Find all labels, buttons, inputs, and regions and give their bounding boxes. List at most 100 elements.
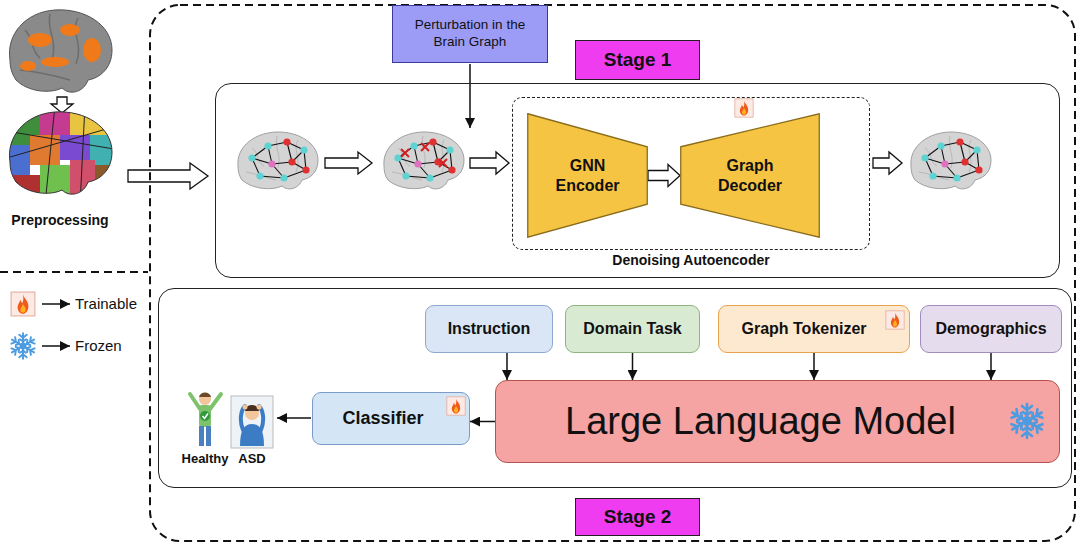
healthy-icon [203, 414, 209, 419]
hollow-arrow [873, 152, 902, 174]
stage-panel: GNN Encoder Graph DecoderDenoising Autoen… [215, 83, 1060, 278]
arrow-down [51, 97, 73, 113]
stage-caption: Preprocessing [11, 212, 108, 228]
healthy-icon [206, 426, 211, 446]
brain-illustration [9, 10, 112, 92]
brain-illustration [41, 57, 69, 67]
perturbation-marks [421, 143, 429, 151]
connector-arrow [506, 353, 508, 380]
arrow-down [51, 97, 73, 113]
legend-icons [10, 333, 36, 359]
node-label: Stage 1 [604, 49, 672, 71]
brain-illustration [60, 24, 80, 36]
frozen-icon [1007, 401, 1047, 441]
class-label: ASD [238, 451, 265, 466]
stage-badge: Stage 2 [575, 498, 700, 536]
class-label: Healthy [182, 451, 229, 466]
perturbation-arrow [470, 64, 471, 128]
brain-illustration [83, 38, 101, 62]
legend-text: Trainable [75, 295, 137, 312]
trainable-icon [447, 397, 465, 415]
perturbation-arrow [469, 64, 471, 128]
parcellated-brain [0, 175, 40, 205]
output-arrow [277, 418, 311, 419]
node-label: Classifier [342, 408, 423, 429]
healthy-icon [190, 393, 221, 447]
connector-arrow [632, 353, 634, 380]
legend-icons [10, 292, 70, 359]
brain-illustration [28, 33, 52, 47]
output-arrow [277, 417, 311, 419]
trapezoid-shape [681, 114, 820, 238]
trapezoid-shape [680, 113, 820, 238]
asd-icon [241, 406, 263, 430]
parcellated-brain [70, 160, 95, 205]
healthy-icon [210, 394, 221, 409]
connector-arrow [813, 353, 815, 380]
input-box: Demographics [920, 305, 1062, 353]
healthy-icon [199, 405, 211, 427]
healthy-icon [190, 394, 200, 409]
trainable-icon [735, 99, 753, 117]
legend-text: Frozen [75, 337, 122, 354]
input-box: Domain Task [565, 305, 700, 353]
node-label: Instruction [448, 320, 531, 338]
parcellated-brain [40, 165, 70, 205]
trainable-icon [446, 396, 466, 416]
separator-line [0, 271, 148, 273]
brain-graph [911, 132, 991, 189]
parcellated-brain [70, 105, 120, 135]
frozen-icon [1010, 404, 1044, 438]
legend-icons [42, 303, 70, 305]
asd-icon [231, 396, 273, 448]
asd-icon [231, 396, 273, 448]
separator-line [0, 272, 148, 273]
node-label: Stage 2 [604, 506, 672, 528]
node-label: Perturbation in the Brain Graph [401, 17, 539, 51]
node-label: Graph Decoder [708, 156, 792, 194]
brain-outline [9, 112, 112, 194]
asd-icon [257, 405, 262, 410]
input-box: Instruction [425, 305, 553, 353]
llm-box: Large Language Model [495, 380, 1060, 463]
group-caption: Denoising Autoencoder [513, 252, 869, 268]
parcellated-brain [60, 135, 90, 160]
node-label: Denoising Autoencoder [513, 252, 869, 268]
brain-illustration [20, 61, 36, 71]
parcellated-brain [40, 105, 70, 135]
autoencoder-group: GNN EncoderGraph DecoderDenoising Autoen… [512, 97, 870, 250]
block-arrow [648, 165, 680, 187]
trainable-icon [886, 311, 904, 329]
parcellated-brain [95, 165, 120, 205]
hollow-arrow [128, 163, 208, 189]
parcellated-brain [0, 145, 30, 175]
node-label: GNN Encoder [546, 156, 630, 194]
connector-arrow [990, 353, 992, 380]
asd-icon [243, 405, 248, 410]
brain-outline [9, 112, 112, 194]
trainable-icon [735, 99, 753, 117]
trainable-icon [885, 310, 905, 330]
decoder-block: Graph Decoder [680, 113, 820, 238]
trapezoid-shape [527, 113, 648, 238]
node-label: Demographics [935, 320, 1046, 338]
outer-frame [150, 5, 1075, 541]
classifier-box: Classifier [312, 392, 470, 445]
healthy-icon [199, 426, 204, 446]
healthy-icon [199, 393, 211, 398]
stage-panel: InstructionDomain TaskGraph Tokenizer De… [158, 288, 1072, 488]
connector-arrow [470, 421, 495, 423]
legend-icons [11, 292, 35, 316]
legend-icons [42, 345, 70, 347]
perturbation-marks [401, 143, 447, 167]
healthy-icon [199, 393, 211, 405]
outer-frame [150, 5, 1075, 541]
perturbation-marks [401, 149, 409, 157]
stage-badge: Stage 1 [575, 40, 700, 80]
brain-illustration [9, 10, 112, 92]
encoder-block: GNN Encoder [527, 113, 648, 238]
parcellated-brain [0, 105, 120, 205]
perturbation-marks [439, 159, 447, 167]
brain-graph [384, 132, 464, 189]
